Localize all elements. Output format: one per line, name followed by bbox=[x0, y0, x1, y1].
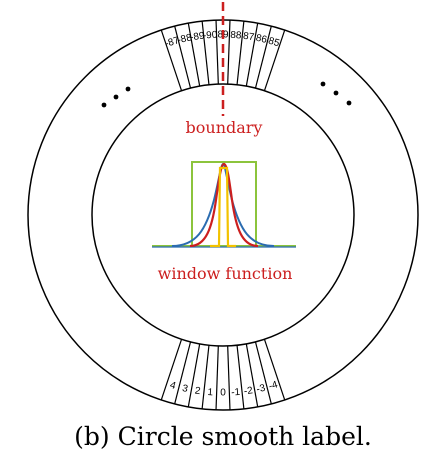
bottom-segment-divider bbox=[263, 339, 286, 401]
bottom-segment-divider bbox=[187, 343, 201, 407]
top-segment-divider bbox=[215, 20, 219, 85]
bottom-segment-label: -4 bbox=[267, 379, 279, 392]
top-segment-divider bbox=[263, 29, 286, 91]
top-segment-label: 88 bbox=[230, 30, 242, 42]
bottom-segment-divider bbox=[227, 345, 231, 410]
bottom-segment-label: 3 bbox=[181, 383, 189, 395]
top-segment-label: -87 bbox=[164, 35, 181, 50]
bottom-segment-divider bbox=[215, 345, 219, 410]
bottom-segment-divider bbox=[160, 339, 183, 401]
top-segment-label: 87 bbox=[242, 31, 255, 44]
top-segment-label: 86 bbox=[255, 33, 269, 46]
pulse-window-curve bbox=[210, 166, 236, 248]
top-segment-label: -90 bbox=[203, 30, 219, 42]
left-ellipsis bbox=[101, 86, 131, 108]
top-segment-divider bbox=[236, 21, 245, 85]
top-segment-divider bbox=[227, 20, 231, 85]
right-ellipsis bbox=[320, 81, 352, 106]
window-function-plot bbox=[152, 161, 296, 248]
bottom-segment-divider bbox=[236, 345, 245, 409]
inner-ring bbox=[91, 83, 355, 347]
window-function-label: window function bbox=[158, 264, 293, 283]
bottom-segment-label: -3 bbox=[255, 383, 266, 396]
triangle-window-curve bbox=[189, 162, 259, 248]
bottom-segment-divider bbox=[254, 341, 272, 405]
top-segment-label: -89 bbox=[189, 30, 205, 43]
gaussian-window-curve bbox=[171, 162, 275, 247]
top-segment-divider bbox=[174, 25, 192, 89]
top-segment-label: 85 bbox=[267, 36, 281, 50]
top-segment-divider bbox=[160, 29, 183, 91]
top-segment-group: -87-88-89-908988878685 bbox=[160, 20, 286, 91]
bottom-segment-divider bbox=[174, 341, 192, 405]
top-segment-label: -88 bbox=[176, 32, 193, 46]
bottom-segment-label: -1 bbox=[231, 387, 241, 399]
rectangular-window-curve bbox=[191, 161, 257, 246]
top-segment-divider bbox=[245, 23, 259, 87]
bottom-segment-divider bbox=[245, 343, 259, 407]
bottom-segment-label: -2 bbox=[243, 385, 254, 397]
top-segment-divider bbox=[187, 23, 201, 87]
bottom-segment-label: 0 bbox=[220, 388, 226, 399]
top-segment-divider bbox=[254, 25, 272, 89]
bottom-segment-label: 2 bbox=[194, 385, 202, 397]
boundary-label: boundary bbox=[186, 118, 263, 137]
bottom-segment-divider bbox=[201, 345, 210, 409]
bottom-segment-label: 1 bbox=[207, 387, 214, 398]
figure-caption: (b) Circle smooth label. bbox=[74, 422, 372, 451]
top-segment-divider bbox=[201, 21, 210, 85]
bottom-segment-label: 4 bbox=[168, 380, 177, 392]
